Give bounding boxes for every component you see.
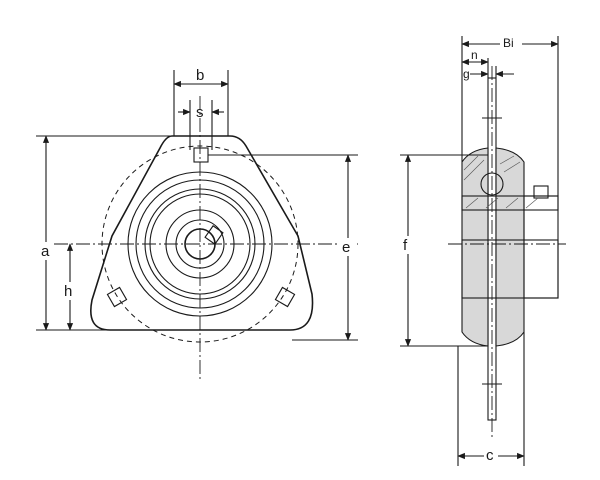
side-hatching xyxy=(463,155,539,209)
dim-label-f: f xyxy=(403,237,408,254)
dim-label-h: h xyxy=(64,283,72,300)
side-set-screw xyxy=(533,185,549,199)
dim-label-g: g xyxy=(463,67,470,81)
mounting-hole-top xyxy=(193,147,209,163)
side-view: Bi n g f c xyxy=(400,34,566,466)
dim-label-e: e xyxy=(342,239,350,256)
triangular-flange xyxy=(90,135,314,331)
dim-label-Bi: Bi xyxy=(503,36,514,50)
mounting-hole-right xyxy=(274,286,296,308)
front-view: b s a h e xyxy=(36,67,358,382)
dim-label-a: a xyxy=(41,243,50,260)
set-screw xyxy=(204,225,224,245)
dim-label-c: c xyxy=(486,447,494,464)
mounting-hole-left xyxy=(106,286,128,308)
dim-label-b: b xyxy=(196,67,204,84)
side-collar xyxy=(523,195,559,299)
dim-label-s: s xyxy=(196,104,204,121)
dim-label-n: n xyxy=(471,48,478,62)
side-housing-right xyxy=(495,147,525,347)
